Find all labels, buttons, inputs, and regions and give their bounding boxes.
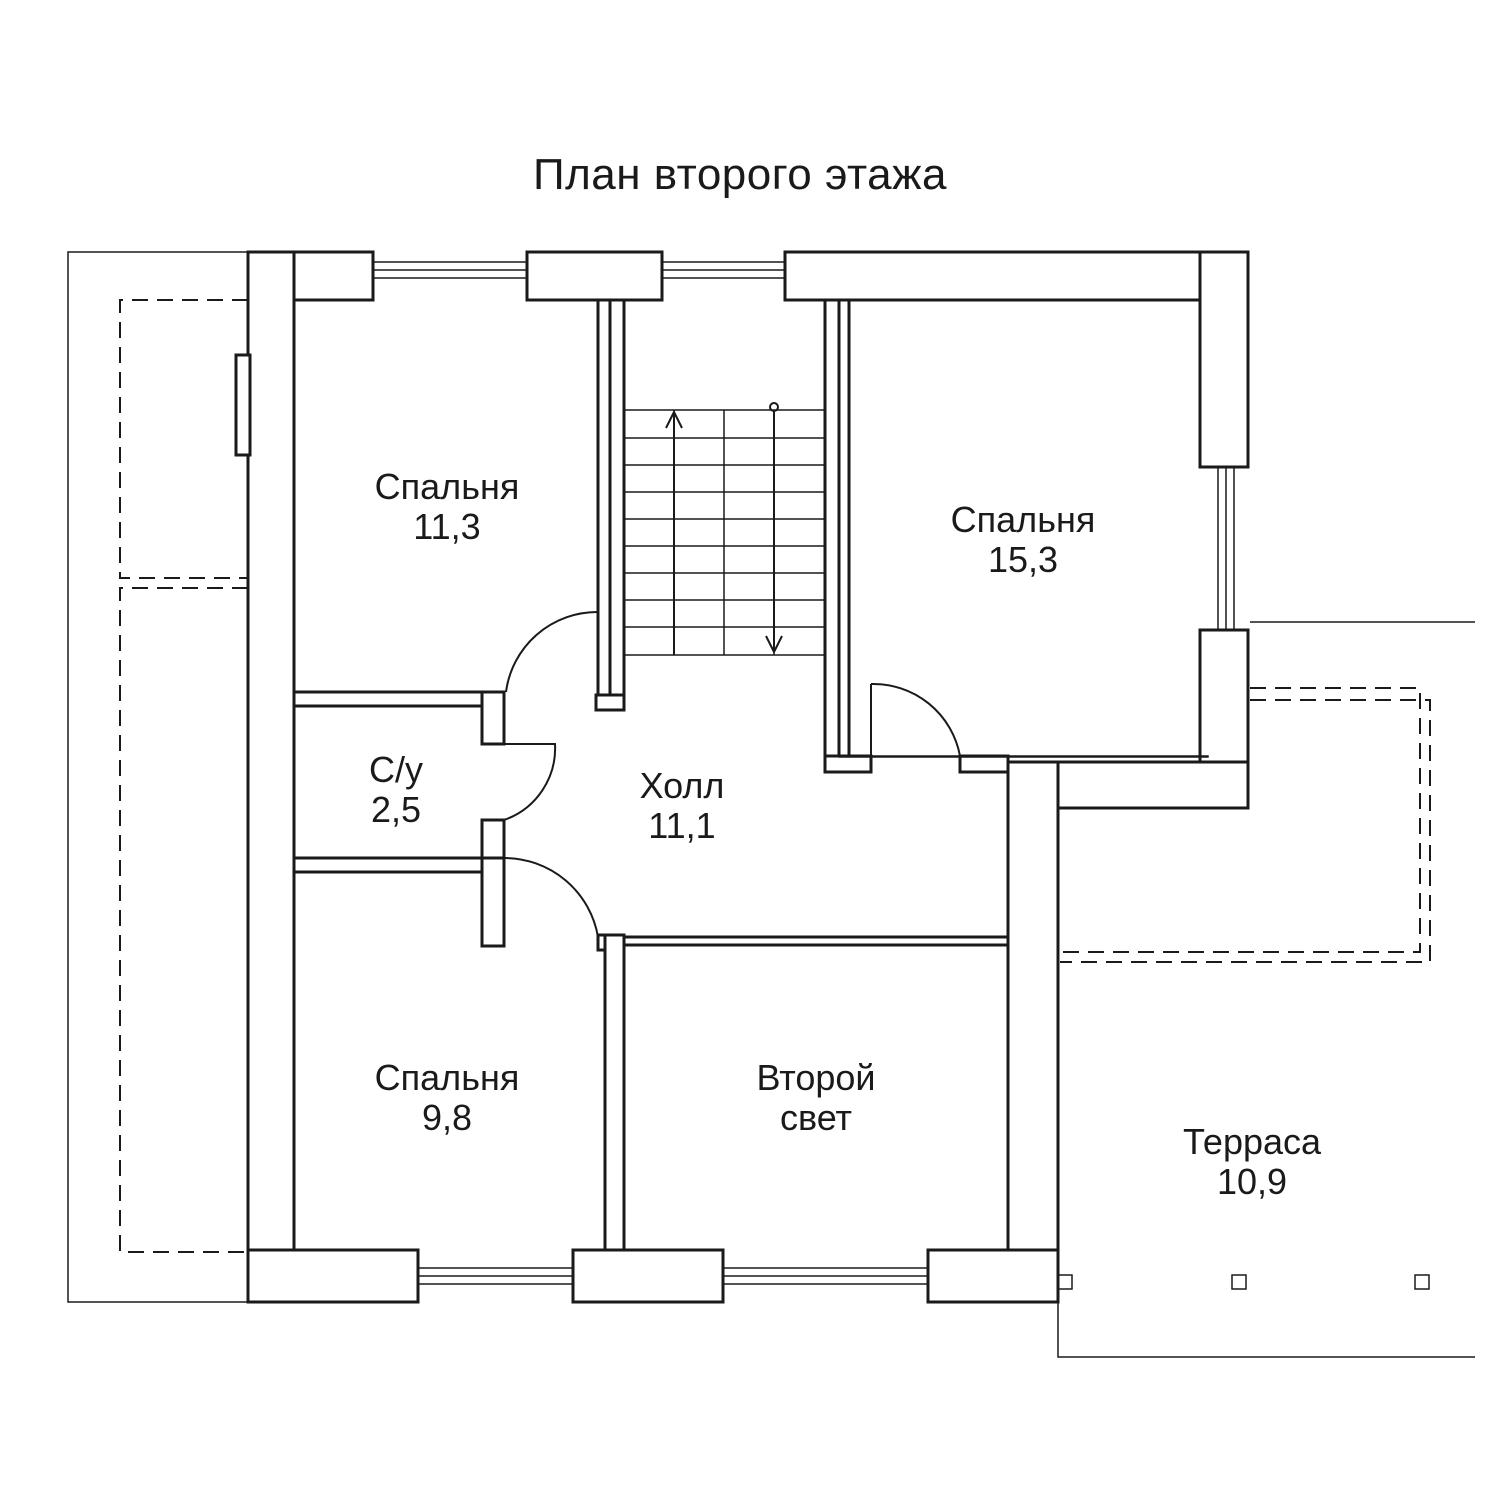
room-area: 2,5 [370, 789, 422, 830]
room-name: Спальня [374, 1057, 520, 1098]
doors [503, 610, 961, 938]
terrace-post [1231, 1274, 1247, 1290]
room-name: Холл [639, 765, 725, 806]
room-label-bathroom: С/у 2,5 [336, 750, 456, 830]
room-label-bedroom-3: Спальня 9,8 [342, 1058, 552, 1138]
room-area: свет [779, 1097, 853, 1138]
room-area: 15,3 [987, 539, 1059, 580]
room-name: Спальня [374, 466, 520, 507]
room-label-bedroom-1: Спальня 11,3 [342, 467, 552, 547]
terrace-post [1057, 1274, 1073, 1290]
plan-title: План второго этажа [532, 150, 948, 199]
windows [373, 261, 1235, 1285]
bathroom-door [503, 743, 557, 821]
terrace-outline [1057, 621, 1475, 1358]
room-label-second-light: Второй свет [716, 1058, 916, 1138]
stair-up-arrow [665, 409, 683, 655]
room-name: С/у [369, 749, 423, 790]
roof-overhang-left [67, 251, 248, 1303]
exterior-walls [234, 250, 1250, 1304]
room-area: 9,8 [421, 1097, 473, 1138]
room-name: Терраса [1182, 1121, 1322, 1162]
room-name: Спальня [950, 499, 1096, 540]
stair-down-arrow [765, 411, 783, 655]
room-label-terrace: Терраса 10,9 [1152, 1122, 1352, 1202]
room-label-bedroom-2: Спальня 15,3 [918, 500, 1128, 580]
bedroom-3-door [503, 856, 599, 938]
room-area: 11,1 [648, 805, 716, 846]
interior-walls [292, 298, 1209, 1252]
staircase [623, 402, 826, 656]
bedroom-2-door [870, 682, 961, 757]
room-name: Второй [756, 1057, 876, 1098]
bedroom-1-door [505, 610, 599, 693]
room-label-hall: Холл 11,1 [612, 766, 752, 846]
terrace-post [1414, 1274, 1430, 1290]
room-area: 10,9 [1216, 1161, 1288, 1202]
room-area: 11,3 [413, 506, 481, 547]
